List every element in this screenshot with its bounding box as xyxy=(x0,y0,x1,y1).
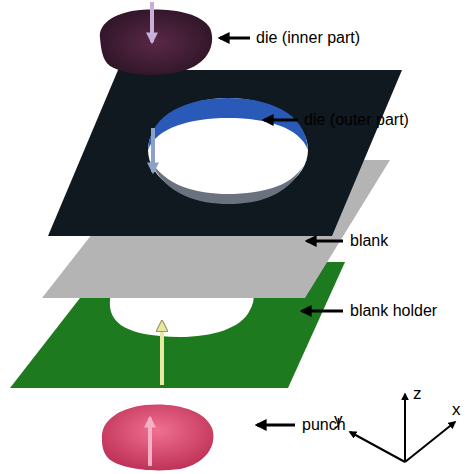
part-label: die (outer part) xyxy=(304,111,409,129)
leader-arrows xyxy=(220,38,343,425)
die-outer-plate xyxy=(48,70,402,236)
coordinate-axes xyxy=(350,394,455,462)
part-label: die (inner part) xyxy=(256,29,360,47)
punch-direction-arrow xyxy=(160,322,164,385)
part-label: blank xyxy=(350,232,388,250)
punch-part xyxy=(102,404,214,470)
part-label: blank holder xyxy=(350,302,437,320)
axis-label: z xyxy=(413,385,422,404)
axis-label: y xyxy=(334,411,343,430)
die-inner-part xyxy=(100,2,212,75)
axis-label: x xyxy=(452,401,461,420)
